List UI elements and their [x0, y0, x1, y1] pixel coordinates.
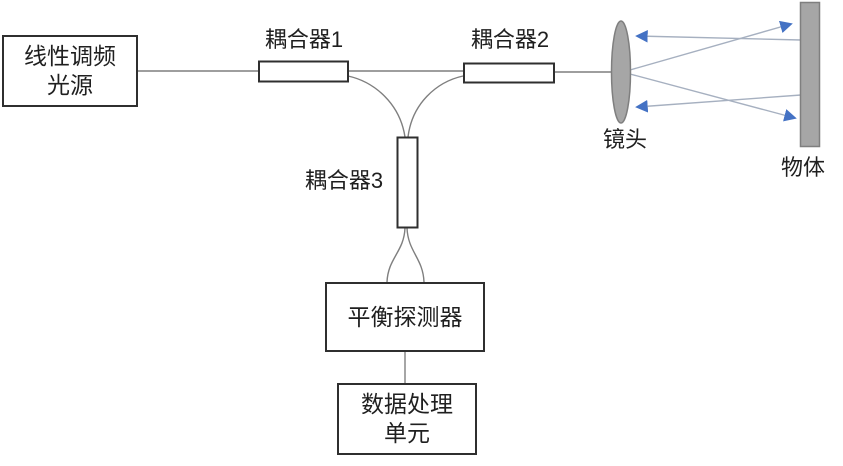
source-box: 线性调频 光源 [2, 35, 138, 107]
data-processing-label: 数据处理 单元 [361, 391, 453, 446]
lens-shape [610, 20, 632, 124]
balanced-detector-box: 平衡探测器 [325, 282, 485, 352]
fiber-coupler1-to-coupler3-curve [347, 75, 406, 138]
coupler1-shape [258, 60, 349, 83]
ray-object-to-lens-top [635, 29, 802, 43]
fiber-coupler2-to-coupler3-curve [407, 75, 464, 138]
source-label: 线性调频 光源 [24, 43, 116, 98]
fiber-coupler3-to-detector-left-curve [386, 227, 406, 283]
object-shape [799, 1, 821, 148]
coupler3-label: 耦合器3 [304, 168, 384, 193]
ray-lens-to-object-bottom [629, 73, 797, 122]
ray-lens-to-object-top [629, 20, 793, 71]
coupler3-shape [396, 136, 419, 229]
fiber-coupler3-to-detector-right-curve [406, 227, 425, 283]
coupler2-label: 耦合器2 [470, 27, 550, 52]
ray-object-to-lens-bottom [635, 94, 802, 113]
lens-label: 镜头 [602, 127, 647, 152]
balanced-detector-label: 平衡探测器 [347, 303, 463, 330]
data-processing-box: 数据处理 单元 [337, 383, 477, 455]
coupler1-label: 耦合器1 [264, 27, 344, 52]
coupler2-shape [463, 62, 555, 84]
object-label: 物体 [780, 155, 825, 180]
